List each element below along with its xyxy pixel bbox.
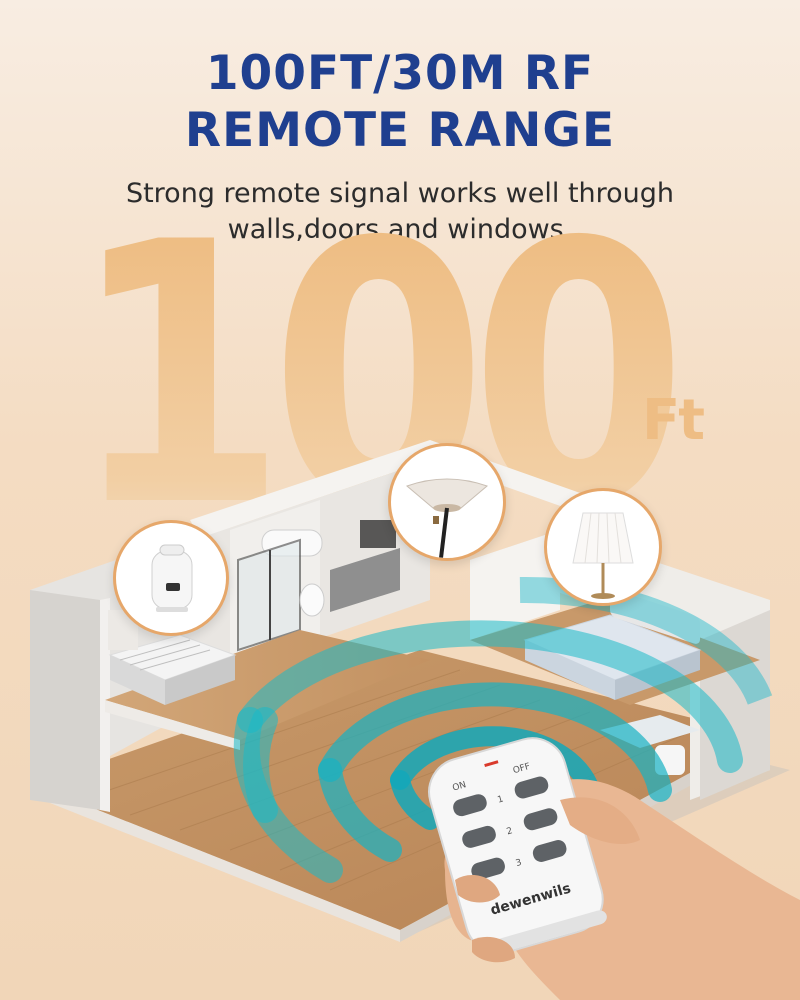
subtitle-line-2: walls,doors and windows. — [227, 214, 573, 245]
on-label: ON — [451, 780, 467, 793]
on-button-3[interactable] — [469, 856, 506, 882]
big-number-unit: Ft — [642, 388, 705, 453]
off-label: OFF — [512, 762, 532, 776]
headline-line-1: 100FT/30M RF — [205, 46, 595, 101]
table-lamp-bubble — [544, 488, 662, 606]
off-button-3[interactable] — [531, 838, 568, 864]
humidifier-icon — [151, 544, 193, 612]
off-button-1[interactable] — [513, 775, 550, 801]
table-lamp-icon — [572, 512, 634, 599]
floor-lamp-icon — [406, 478, 488, 558]
signal-waves — [233, 620, 743, 883]
on-button-1[interactable] — [451, 792, 488, 818]
channel-3-label: 3 — [515, 858, 523, 869]
off-button-2[interactable] — [522, 806, 559, 832]
humidifier-bubble — [113, 520, 229, 636]
on-button-2[interactable] — [460, 824, 497, 850]
channel-1-label: 1 — [496, 794, 504, 805]
power-led — [484, 760, 499, 768]
headline-line-2: REMOTE RANGE — [184, 103, 616, 158]
subtitle-line-1: Strong remote signal works well through — [125, 178, 675, 209]
floor-lamp-bubble — [388, 443, 506, 561]
channel-2-label: 2 — [506, 826, 514, 837]
thumb — [560, 797, 640, 845]
